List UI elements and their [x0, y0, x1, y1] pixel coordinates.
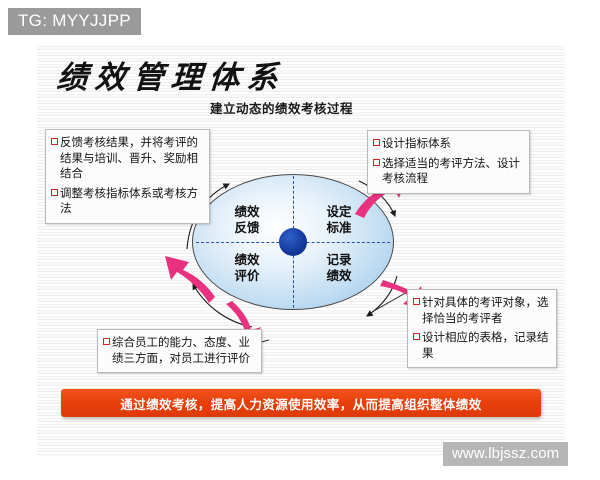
callout-item-text: 调整考核指标体系或考核方法 [60, 185, 198, 216]
cycle-quadrant-set-standards: 设定标准 [326, 204, 352, 235]
callout-bottom-right: 针对具体的考评对象，选择恰当的考评者 设计相应的表格，记录结果 [407, 289, 557, 369]
callout-item: 综合员工的能力、态度、业绩三方面，对员工进行评价 [103, 335, 255, 366]
watermark: www.lbjssz.com [443, 442, 569, 466]
bullet-square-icon [103, 338, 110, 345]
callout-top-right: 设计指标体系 选择适当的考评方法、设计考核流程 [367, 130, 530, 194]
callout-item: 调整考核指标体系或考核方法 [51, 186, 203, 217]
callout-item: 反馈考核结果，并将考评的结果与培训、晋升、奖励相结合 [51, 135, 203, 182]
bullet-square-icon [51, 188, 58, 196]
cycle-quadrant-record-performance: 记录绩效 [326, 252, 352, 283]
bullet-square-icon [373, 139, 380, 146]
callout-item: 设计指标体系 [373, 136, 523, 152]
callout-item-text: 选择适当的考评方法、设计考核流程 [382, 155, 520, 186]
bullet-square-icon [413, 333, 420, 341]
callout-item-text: 综合员工的能力、态度、业绩三方面，对员工进行评价 [112, 335, 250, 365]
summary-banner-text: 通过绩效考核，提高人力资源使用效率，从而提高组织整体绩效 [120, 396, 482, 412]
callout-item-text: 反馈考核结果，并将考评的结果与培训、晋升、奖励相结合 [60, 135, 198, 181]
callout-item-text: 针对具体的考评对象，选择恰当的考评者 [422, 295, 549, 325]
bullet-square-icon [51, 138, 58, 145]
page-subtitle: 建立动态的绩效考核过程 [210, 101, 354, 116]
callout-top-left: 反馈考核结果，并将考评的结果与培训、晋升、奖励相结合 调整考核指标体系或考核方法 [45, 129, 210, 224]
page-title: 绩效管理体系 [55, 60, 287, 96]
cycle-hub [279, 228, 307, 256]
callout-item: 针对具体的考评对象，选择恰当的考评者 [413, 295, 550, 326]
callout-item-text: 设计相应的表格，记录结果 [422, 330, 549, 360]
performance-cycle-diagram: 绩效反馈 设定标准 绩效评价 记录绩效 [192, 174, 394, 310]
summary-banner: 通过绩效考核，提高人力资源使用效率，从而提高组织整体绩效 [61, 389, 541, 417]
callout-item-text: 设计指标体系 [382, 136, 451, 150]
callout-bottom-left: 综合员工的能力、态度、业绩三方面，对员工进行评价 [97, 329, 262, 374]
callout-item: 设计相应的表格，记录结果 [413, 330, 550, 361]
bullet-square-icon [413, 298, 420, 305]
cycle-quadrant-performance-appraisal: 绩效评价 [234, 252, 260, 283]
source-tag: TG: MYYJJPP [8, 8, 141, 35]
bullet-square-icon [373, 158, 380, 166]
cycle-quadrant-performance-feedback: 绩效反馈 [234, 204, 260, 235]
slide-canvas: 绩效管理体系 建立动态的绩效考核过程 [37, 44, 565, 456]
callout-item: 选择适当的考评方法、设计考核流程 [373, 156, 523, 187]
